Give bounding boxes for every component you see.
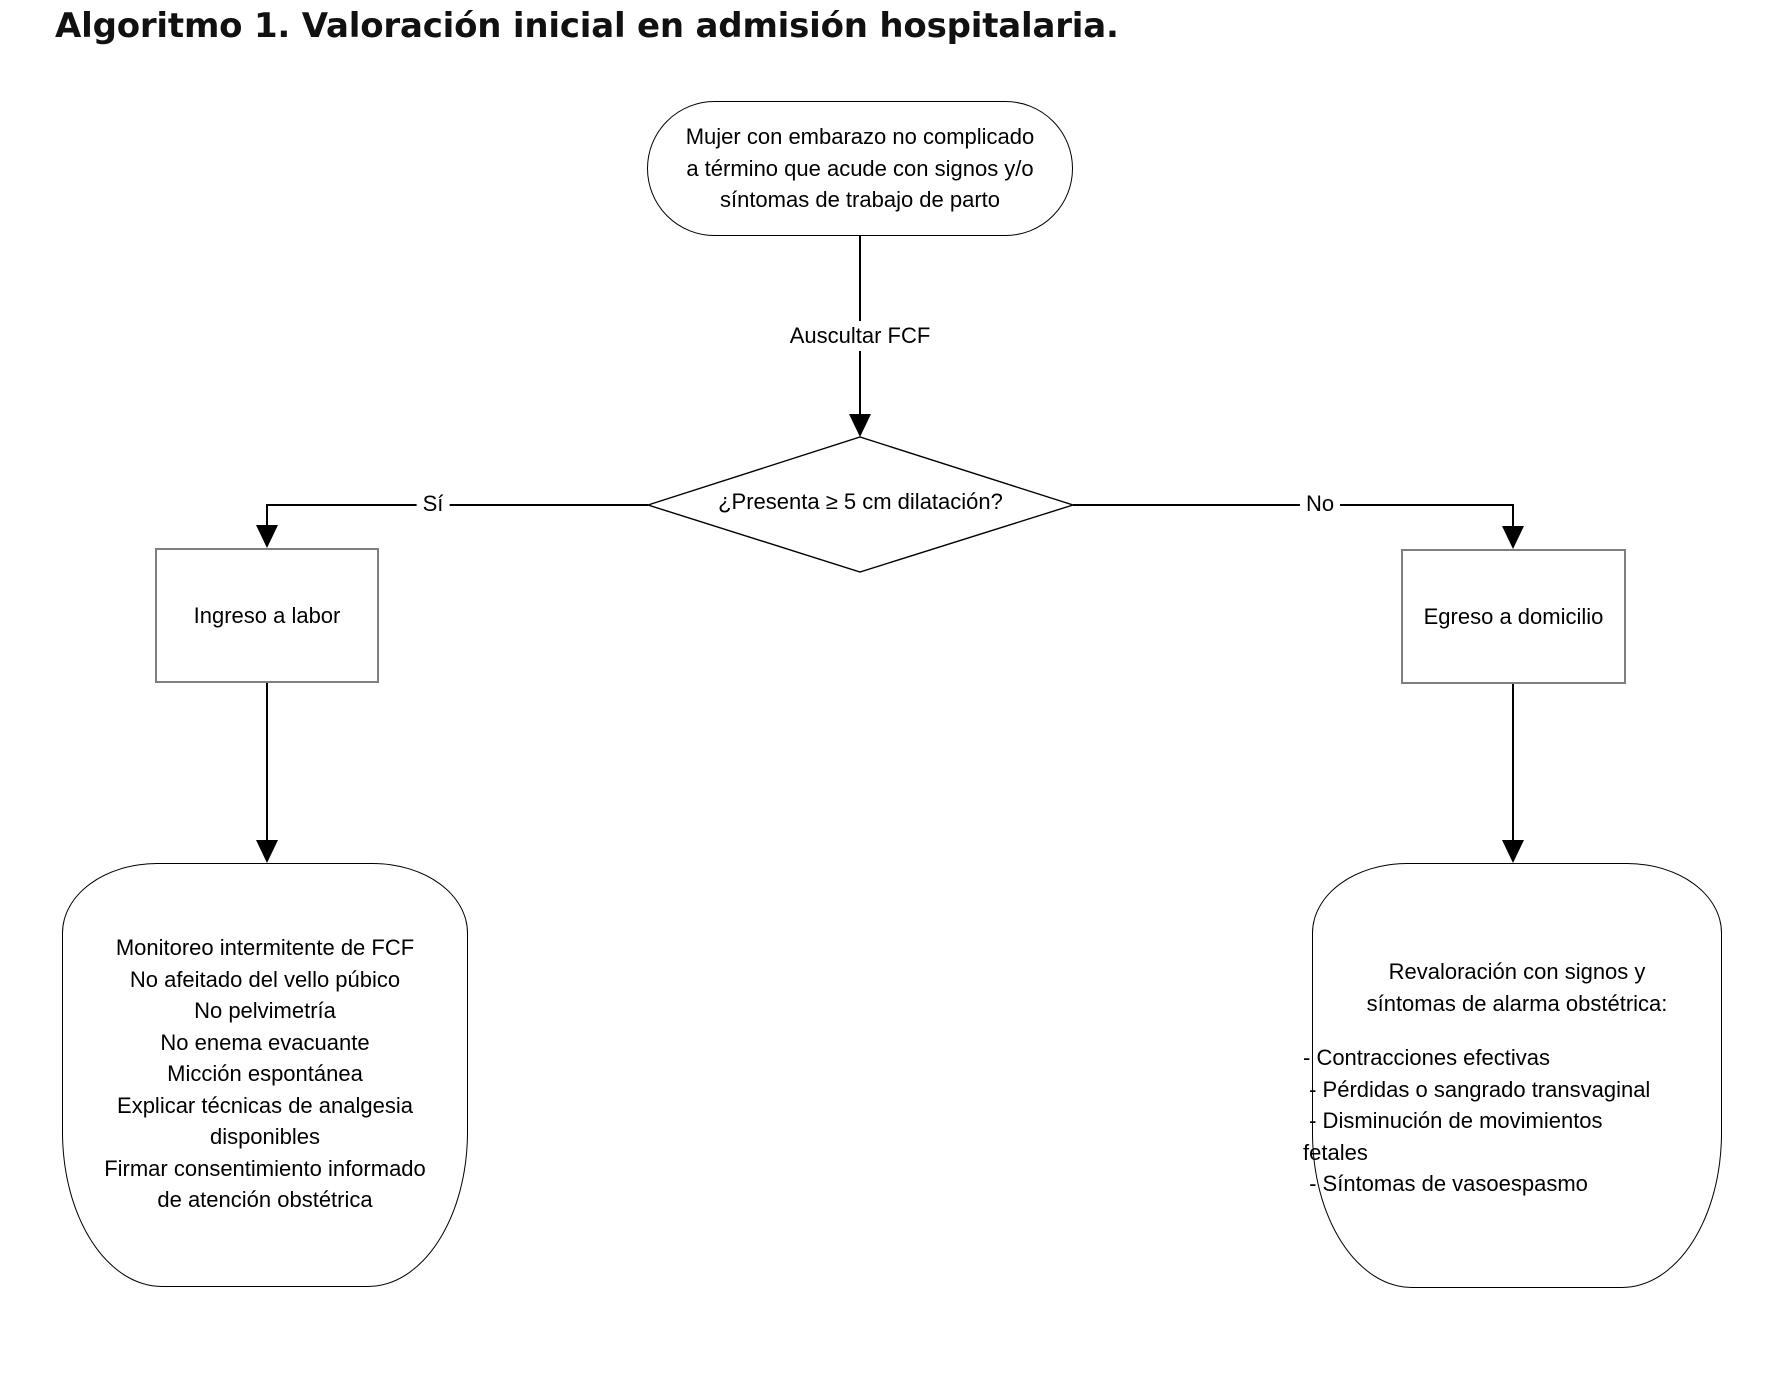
text-line: - Pérdidas o sangrado transvaginal bbox=[1303, 1076, 1651, 1102]
home-terminator-heading: Revaloración con signos y síntomas de ala… bbox=[1312, 956, 1722, 1019]
arrowhead-down-icon bbox=[1502, 526, 1524, 549]
text-line: de atención obstétrica bbox=[157, 1187, 373, 1212]
home-terminator-bullets: - Contracciones efectivas - Pérdidas o s… bbox=[1303, 1042, 1743, 1200]
page-title: Algoritmo 1. Valoración inicial en admis… bbox=[55, 6, 1119, 46]
edge-yes-box-to-terminator bbox=[266, 683, 268, 841]
text-line: No afeitado del vello púbico bbox=[129, 966, 401, 992]
text-line: Revaloración con signos y bbox=[1388, 959, 1646, 984]
start-terminator: Mujer con embarazo no complicado a términ… bbox=[647, 101, 1073, 236]
text-line: fetales bbox=[1303, 1139, 1368, 1165]
no-process-label: Egreso a domicilio bbox=[1423, 604, 1604, 629]
yes-process-box: Ingreso a labor bbox=[155, 548, 379, 683]
labor-terminator bbox=[62, 863, 468, 1287]
text-line: Micción espontánea bbox=[167, 1061, 363, 1086]
text-line: Explicar técnicas de analgesia bbox=[117, 1092, 413, 1118]
labor-terminator-text: Monitoreo intermitente de FCF No afeitado… bbox=[62, 932, 468, 1216]
no-edge-label: No bbox=[1299, 489, 1341, 519]
auscultate-edge-label: Auscultar FCF bbox=[783, 321, 937, 351]
edge-no-box-to-terminator bbox=[1512, 684, 1514, 841]
edge-yes-vertical bbox=[266, 504, 268, 526]
no-process-box: Egreso a domicilio bbox=[1401, 549, 1626, 684]
arrowhead-down-icon bbox=[849, 414, 871, 437]
text-line: Mujer con embarazo no complicado bbox=[685, 124, 1035, 150]
text-line: síntomas de alarma obstétrica: bbox=[1366, 990, 1668, 1016]
text-line: Monitoreo intermitente de FCF bbox=[115, 935, 415, 960]
arrowhead-down-icon bbox=[256, 840, 278, 863]
text-line: No pelvimetría bbox=[194, 998, 336, 1023]
arrowhead-down-icon bbox=[1502, 840, 1524, 863]
text-line: síntomas de trabajo de parto bbox=[719, 187, 1001, 213]
text-line: Firmar consentimiento informado bbox=[104, 1155, 426, 1181]
yes-process-label: Ingreso a labor bbox=[193, 603, 341, 628]
edge-yes-horizontal bbox=[267, 504, 648, 506]
edge-no-horizontal bbox=[1073, 504, 1513, 506]
text-line: a término que acude con signos y/o bbox=[686, 155, 1034, 181]
home-terminator bbox=[1312, 863, 1722, 1288]
text-line: disponibles bbox=[209, 1124, 321, 1149]
decision-label: ¿Presenta ≥ 5 cm dilatación? bbox=[718, 489, 1003, 514]
edge-no-vertical bbox=[1512, 504, 1514, 527]
yes-edge-label: Sí bbox=[416, 489, 450, 519]
text-line: - Contracciones efectivas bbox=[1303, 1045, 1550, 1070]
text-line: - Síntomas de vasoespasmo bbox=[1303, 1171, 1588, 1196]
arrowhead-down-icon bbox=[256, 525, 278, 548]
text-line: No enema evacuante bbox=[160, 1029, 370, 1055]
text-line: - Disminución de movimientos bbox=[1303, 1108, 1603, 1133]
